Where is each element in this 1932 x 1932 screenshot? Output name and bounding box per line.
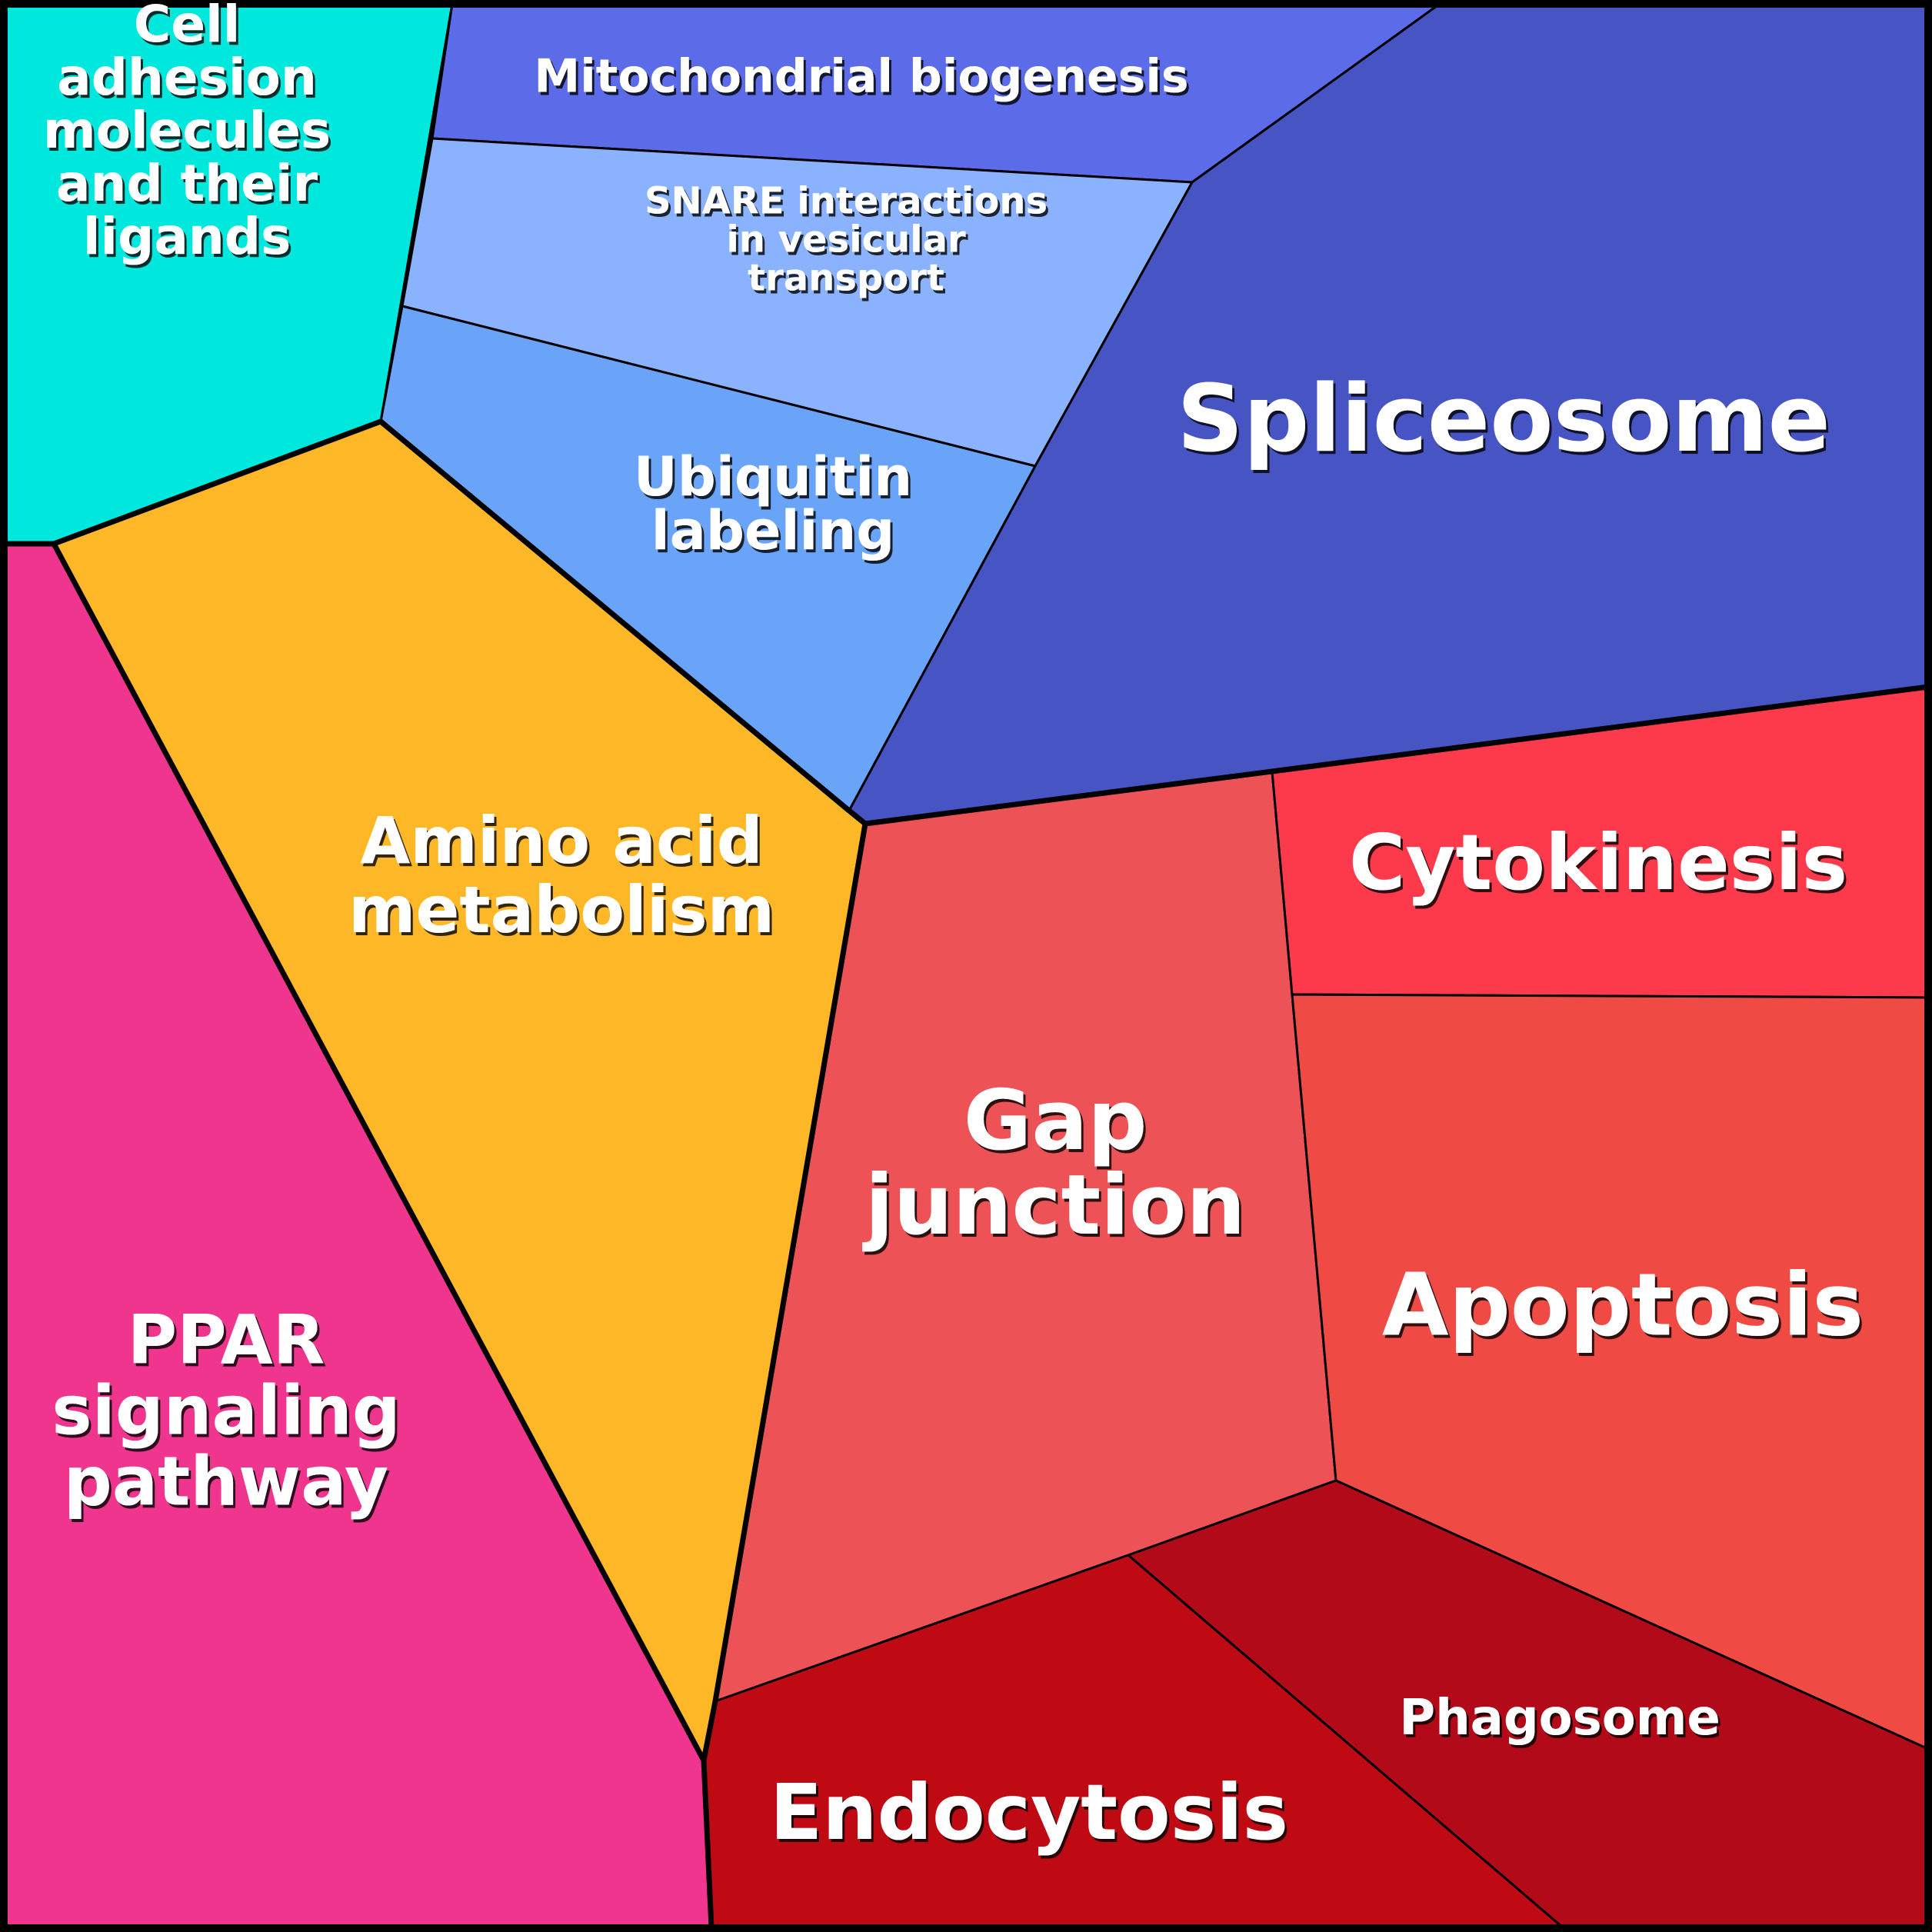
label-line: Phagosome [1399,1690,1720,1747]
label-mitochondrial-biogenesis: Mitochondrial biogenesis [534,50,1188,104]
label-line: PPAR [128,1301,325,1380]
label-line: Spliceosome [1177,366,1830,473]
label-spliceosome: Spliceosome [1177,366,1830,473]
label-line: junction [862,1158,1246,1254]
major-border-3 [51,541,707,1764]
major-border-1 [862,684,1931,827]
label-phagosome: Phagosome [1399,1690,1720,1747]
label-line: in vesicular [726,218,966,261]
label-line: Mitochondrial biogenesis [534,50,1188,104]
label-line: Gap [964,1073,1148,1169]
label-line: ligands [83,207,291,266]
label-line: pathway [64,1442,388,1521]
label-line: adhesion [57,48,317,107]
label-line: Cytokinesis [1349,818,1847,908]
label-line: Endocytosis [770,1767,1288,1857]
label-line: transport [748,256,944,299]
label-line: Cell [134,0,240,54]
label-line: Amino acid [360,803,762,878]
label-line: and their [56,154,318,213]
label-endocytosis: Endocytosis [770,1767,1288,1857]
label-line: SNARE interactions [645,179,1048,222]
major-borders [1,418,1931,1931]
label-line: Apoptosis [1382,1255,1864,1355]
label-apoptosis: Apoptosis [1382,1255,1864,1355]
label-line: signaling [52,1371,401,1451]
label-line: molecules [43,101,331,160]
label-cytokinesis: Cytokinesis [1349,818,1847,908]
label-line: metabolism [348,872,774,948]
label-line: Ubiquitin [634,445,912,508]
label-line: labeling [651,499,895,562]
